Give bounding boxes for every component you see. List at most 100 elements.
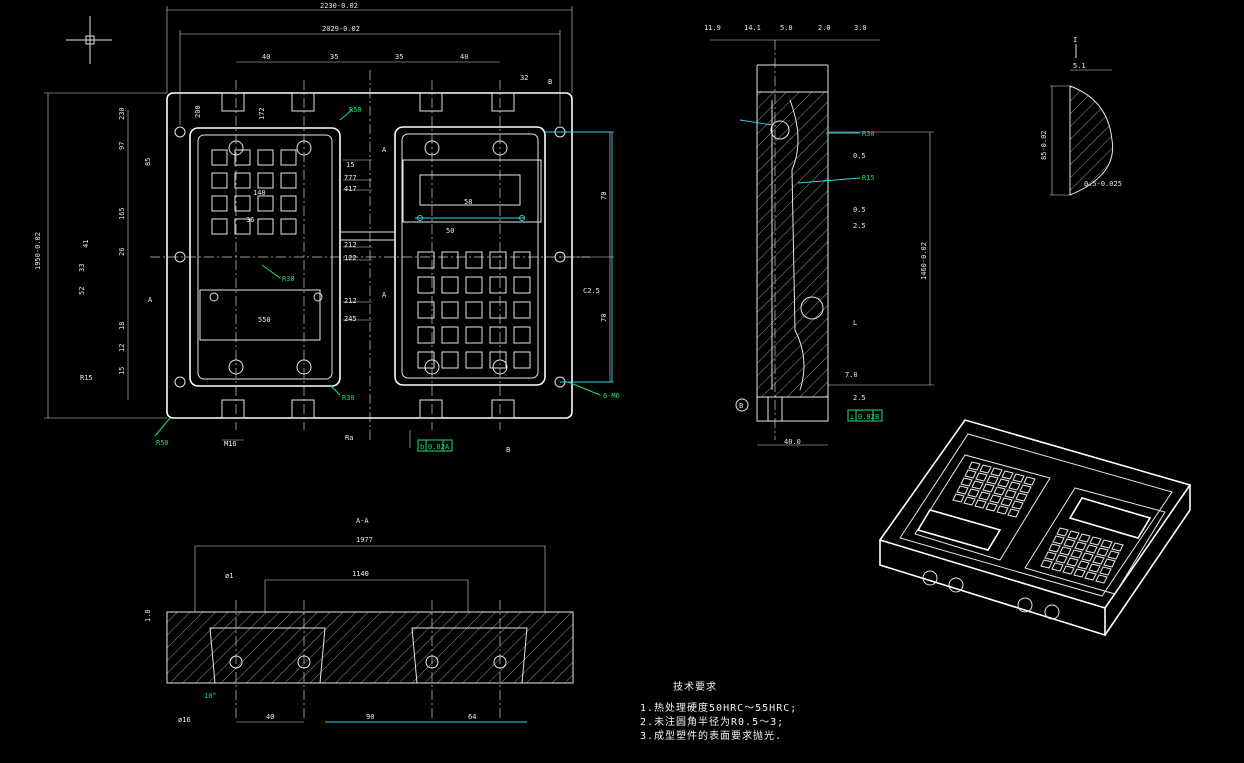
plan-dim-inner-width: 2029-0.02 — [322, 25, 360, 33]
plan-label-50: 50 — [446, 227, 454, 235]
iso-key — [1081, 552, 1094, 562]
plan-label-m16: M16 — [224, 440, 237, 448]
side-tol-3: B — [875, 413, 879, 421]
plan-left-key — [211, 172, 228, 189]
plan-left-key — [257, 149, 274, 166]
detail-label-i: I — [1073, 36, 1077, 44]
plan-label-6m6: 6-M6 — [603, 392, 620, 400]
iso-key — [1019, 484, 1032, 494]
side-tol-2: 0.02 — [858, 413, 875, 421]
iso-key — [1070, 549, 1083, 559]
iso-key — [1015, 492, 1028, 502]
iso-key — [1012, 473, 1025, 483]
plan-left-key — [280, 172, 297, 189]
section-dim-1140: 1140 — [352, 570, 369, 578]
plan-right-cavity — [394, 126, 546, 386]
plan-right-key — [489, 326, 507, 344]
plan-right-key — [489, 251, 507, 269]
plan-dim-200: 200 — [194, 105, 202, 118]
iso-key — [982, 483, 995, 493]
plan-dim-230: 230 — [118, 107, 126, 120]
plan-left-key — [234, 172, 251, 189]
plan-dim-height: 1950-0.02 — [34, 232, 42, 270]
iso-key — [1052, 535, 1065, 545]
side-label-70: 7.0 — [845, 371, 858, 379]
plan-centerlines — [150, 70, 590, 440]
plan-tol-3: A — [445, 443, 450, 451]
iso-key — [1055, 554, 1068, 564]
side-label-l: L — [853, 319, 857, 327]
side-dim-2: 14.1 — [744, 24, 761, 32]
plan-left-key — [257, 172, 274, 189]
plan-dim-41: 41 — [82, 240, 90, 248]
iso-key — [1000, 497, 1013, 507]
iso-key — [1004, 489, 1017, 499]
iso-key — [1007, 508, 1020, 518]
iso-key — [1048, 543, 1061, 553]
crosshair-cursor — [66, 16, 112, 64]
plan-right-key — [417, 326, 435, 344]
side-tolerance-frame — [847, 409, 883, 422]
plan-label-245: 245 — [344, 315, 357, 323]
side-dim-3: 5.0 — [780, 24, 793, 32]
plan-right-key — [489, 276, 507, 294]
section-dim-o16: ø16 — [178, 716, 191, 724]
plan-tol-2: 0.02 — [428, 443, 445, 451]
iso-key — [971, 480, 984, 490]
plan-right-key — [441, 276, 459, 294]
plan-right-key — [513, 326, 531, 344]
iso-key — [1073, 568, 1086, 578]
plan-dim-32: 32 — [520, 74, 528, 82]
iso-key — [1063, 538, 1076, 548]
iso-key — [1085, 544, 1098, 554]
plan-label-a3: A — [382, 291, 387, 299]
plan-left-key — [234, 195, 251, 212]
iso-key — [1044, 551, 1057, 561]
plan-label-36: 36 — [246, 216, 254, 224]
iso-key — [956, 485, 969, 495]
iso-key — [974, 499, 987, 509]
iso-key — [1059, 546, 1072, 556]
plan-dim-15: 15 — [118, 367, 126, 375]
iso-key — [989, 494, 1002, 504]
plan-right-key — [465, 276, 483, 294]
plan-dim-35a: 35 — [330, 53, 338, 61]
plan-dimensions — [44, 6, 614, 448]
side-dim-5: 3.0 — [854, 24, 867, 32]
plan-dim-18: 18 — [118, 322, 126, 330]
plan-label-r15: R15 — [80, 374, 93, 382]
iso-key — [1008, 481, 1021, 491]
plan-dim-12: 12 — [118, 344, 126, 352]
iso-key — [1088, 563, 1101, 573]
iso-key — [993, 486, 1006, 496]
iso-key — [978, 491, 991, 501]
detail-view: I 5.1 85-0.02 0.5-0.025 — [1040, 36, 1122, 196]
plan-top-slots — [221, 92, 515, 419]
iso-key — [997, 478, 1010, 488]
iso-key — [1078, 533, 1091, 543]
section-dim-18: 1.8 — [144, 609, 152, 622]
iso-key — [1062, 565, 1075, 575]
iso-key — [1077, 560, 1090, 570]
iso-key — [1111, 542, 1124, 552]
plan-label-777: 777 — [344, 174, 357, 182]
plan-label-15: 15 — [346, 161, 354, 169]
tech-item-2: 2.未注圆角半径为R0.5～3; — [640, 715, 784, 728]
plan-right-key — [513, 301, 531, 319]
plan-dim-40a: 40 — [262, 53, 270, 61]
iso-key — [1001, 470, 1014, 480]
plan-right-key — [441, 326, 459, 344]
tech-item-3: 3.成型塑件的表面要求抛光. — [640, 729, 782, 742]
iso-keys-right — [1040, 527, 1124, 584]
iso-key — [1040, 559, 1053, 569]
detail-label-51: 5.1 — [1073, 62, 1086, 70]
iso-key — [1011, 500, 1024, 510]
iso-key — [1067, 530, 1080, 540]
plan-tol-1: b — [420, 443, 424, 451]
section-title: A-A — [356, 517, 369, 525]
iso-key — [952, 493, 965, 503]
side-label-05a: 0.5 — [853, 152, 866, 160]
plan-right-key — [489, 351, 507, 369]
iso-key — [1066, 557, 1079, 567]
tech-item-1: 1.热处理硬度50HRC～55HRC; — [640, 701, 797, 714]
